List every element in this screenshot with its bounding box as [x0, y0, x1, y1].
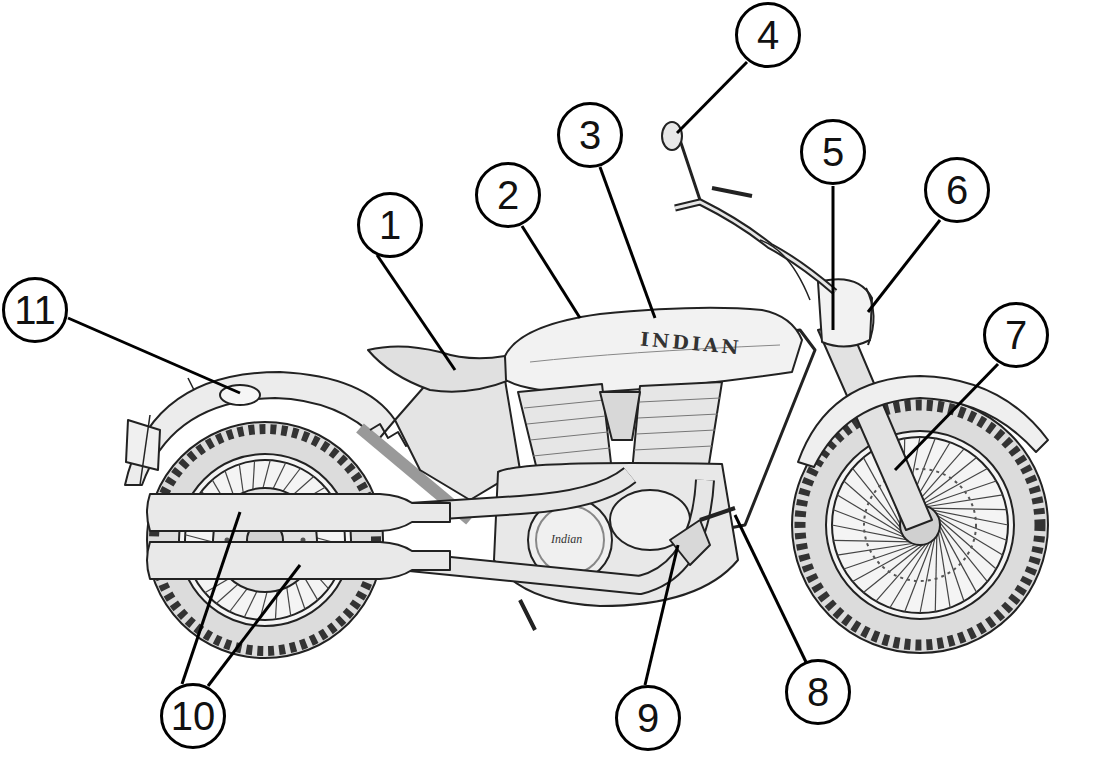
callout-circle: 11 — [2, 277, 68, 343]
leader-lines — [68, 62, 998, 686]
callout-circle: 7 — [983, 302, 1049, 368]
callout-number: 6 — [946, 170, 968, 210]
callout-number: 3 — [579, 115, 601, 155]
callout-circle: 3 — [557, 102, 623, 168]
callout-circle: 1 — [357, 192, 423, 258]
logo-text: Indian — [551, 533, 582, 545]
callout-circle: 9 — [615, 685, 681, 751]
callout-circle: 2 — [475, 162, 541, 228]
callout-number: 2 — [497, 175, 519, 215]
callout-number: 4 — [757, 15, 779, 55]
callout-number: 10 — [171, 696, 216, 736]
callout-circle: 8 — [785, 659, 851, 725]
callout-circle: 5 — [800, 119, 866, 185]
callout-number: 1 — [379, 205, 401, 245]
callout-number: 7 — [1005, 315, 1027, 355]
callout-number: 11 — [14, 290, 56, 330]
callout-number: 8 — [807, 672, 829, 712]
callout-number: 9 — [637, 698, 659, 738]
callout-circle: 6 — [924, 157, 990, 223]
callout-circle: 4 — [735, 2, 801, 68]
callout-circle: 10 — [160, 683, 226, 749]
callout-number: 5 — [822, 132, 844, 172]
